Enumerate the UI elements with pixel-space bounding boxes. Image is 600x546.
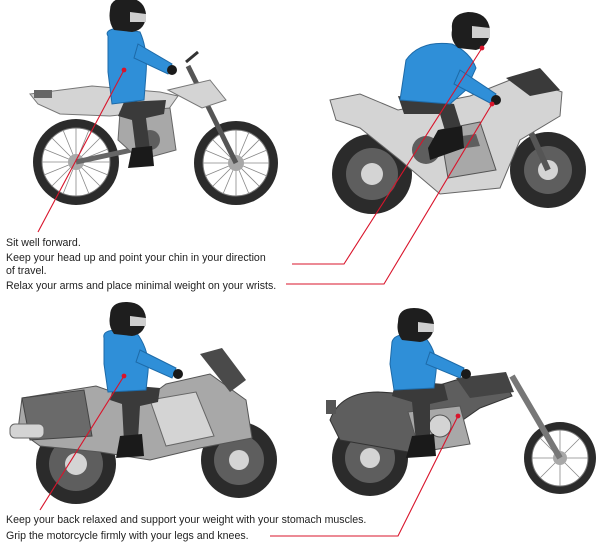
dirt-bike-rider (106, 0, 177, 168)
callout-relax-arms (286, 101, 495, 285)
callout-grip (270, 413, 461, 537)
caption-grip: Grip the motorcycle firmly with your leg… (6, 530, 249, 542)
cruiser-bike-rider (389, 308, 471, 458)
sport-bike-rider (398, 12, 501, 160)
caption-sit-forward: Sit well forward. (6, 237, 81, 249)
callout-back-relaxed (39, 373, 127, 511)
caption-head-up-line-2: of travel. (6, 265, 47, 277)
dirt-bike-figure (29, 50, 278, 205)
callout-lines (37, 45, 495, 537)
touring-bike-rider (103, 302, 183, 458)
cruiser-bike-figure (326, 372, 596, 496)
caption-head-up-line-1: Keep your head up and point your chin in… (6, 252, 266, 264)
callout-head-up (292, 45, 485, 265)
caption-relax-arms: Relax your arms and place minimal weight… (6, 280, 277, 292)
caption-back-relaxed: Keep your back relaxed and support your … (6, 514, 367, 526)
callout-sit-forward (37, 67, 127, 233)
sport-bike-figure (329, 68, 586, 214)
